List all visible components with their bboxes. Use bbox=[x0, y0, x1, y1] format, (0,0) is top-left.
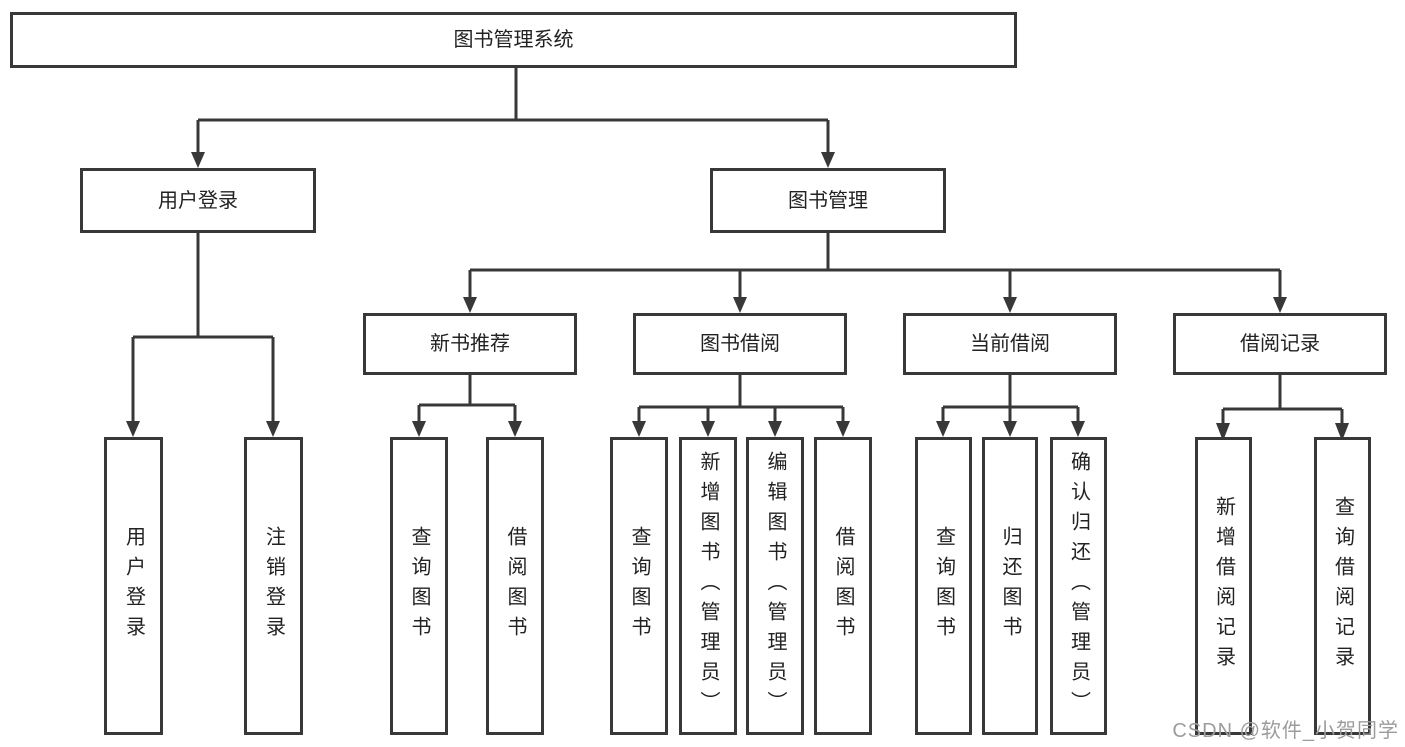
node-book-management-label: 图书管理 bbox=[788, 189, 868, 212]
node-book-borrowing-label: 图书借阅 bbox=[700, 333, 780, 355]
node-book-borrowing: 图书借阅 bbox=[633, 313, 847, 375]
leaf-user-login-label: 用户登录 bbox=[122, 526, 145, 646]
leaf-edit-books-admin-label: 编辑图书（管理员） bbox=[764, 451, 786, 721]
leaf-user-login: 用户登录 bbox=[104, 437, 163, 735]
csdn-watermark: CSDN @软件_小贺同学 bbox=[1172, 720, 1399, 742]
leaf-query-books-borrowing-label: 查询图书 bbox=[628, 526, 650, 646]
leaf-add-books-admin: 新增图书（管理员） bbox=[679, 437, 737, 735]
leaf-confirm-return-admin-label: 确认归还（管理员） bbox=[1067, 451, 1090, 721]
node-new-book-recommend: 新书推荐 bbox=[363, 313, 577, 375]
leaf-query-books-recommend-label: 查询图书 bbox=[408, 526, 430, 646]
leaf-add-books-admin-label: 新增图书（管理员） bbox=[697, 451, 719, 721]
leaf-add-borrow-record: 新增借阅记录 bbox=[1195, 437, 1252, 735]
node-current-borrowing: 当前借阅 bbox=[903, 313, 1117, 375]
leaf-borrow-books-recommend: 借阅图书 bbox=[486, 437, 544, 735]
leaf-return-books-label: 归还图书 bbox=[999, 526, 1021, 646]
leaf-query-borrow-record: 查询借阅记录 bbox=[1314, 437, 1371, 735]
leaf-query-books-current: 查询图书 bbox=[915, 437, 972, 735]
leaf-confirm-return-admin: 确认归还（管理员） bbox=[1050, 437, 1107, 735]
leaf-logout: 注销登录 bbox=[244, 437, 303, 735]
leaf-edit-books-admin: 编辑图书（管理员） bbox=[746, 437, 804, 735]
leaf-add-borrow-record-label: 新增借阅记录 bbox=[1212, 496, 1235, 676]
leaf-borrow-books-recommend-label: 借阅图书 bbox=[504, 526, 526, 646]
leaf-borrow-books-borrowing: 借阅图书 bbox=[814, 437, 872, 735]
leaf-query-borrow-record-label: 查询借阅记录 bbox=[1331, 496, 1354, 676]
node-user-login-label: 用户登录 bbox=[158, 189, 238, 212]
node-root-label: 图书管理系统 bbox=[453, 29, 574, 51]
leaf-borrow-books-borrowing-label: 借阅图书 bbox=[832, 526, 854, 646]
leaf-logout-label: 注销登录 bbox=[262, 526, 285, 646]
node-root: 图书管理系统 bbox=[10, 12, 1017, 68]
leaf-query-books-current-label: 查询图书 bbox=[932, 526, 955, 646]
node-new-book-recommend-label: 新书推荐 bbox=[430, 333, 510, 355]
node-user-login: 用户登录 bbox=[80, 168, 316, 233]
leaf-query-books-borrowing: 查询图书 bbox=[610, 437, 668, 735]
node-borrowing-records: 借阅记录 bbox=[1173, 313, 1387, 375]
node-borrowing-records-label: 借阅记录 bbox=[1240, 333, 1320, 355]
leaf-query-books-recommend: 查询图书 bbox=[390, 437, 448, 735]
node-current-borrowing-label: 当前借阅 bbox=[970, 333, 1050, 355]
node-book-management: 图书管理 bbox=[710, 168, 946, 233]
leaf-return-books: 归还图书 bbox=[982, 437, 1038, 735]
